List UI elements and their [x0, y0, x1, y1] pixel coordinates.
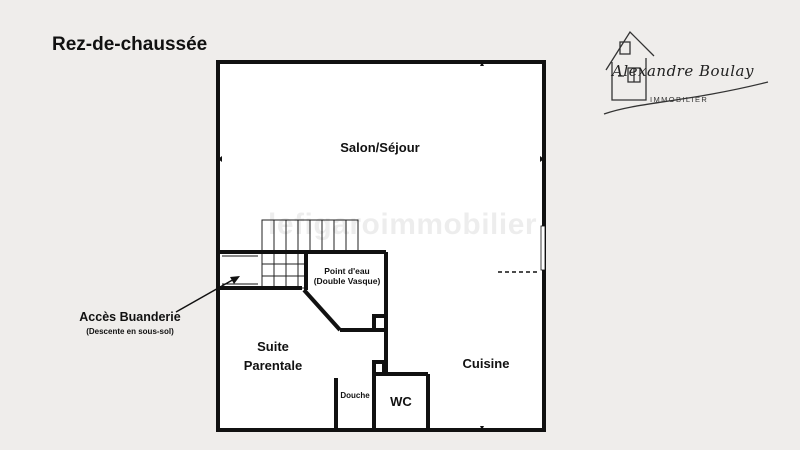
- logo-subtitle: IMMOBILIER: [650, 95, 709, 104]
- room-wc-label: WC: [390, 394, 412, 409]
- room-suite-label: Suite Parentale: [228, 338, 318, 376]
- room-point-eau-label: Point d'eau (Double Vasque): [308, 266, 386, 286]
- suite-line1: Suite: [257, 339, 289, 354]
- point-eau-line2: (Double Vasque): [313, 276, 381, 287]
- interior-walls: [218, 250, 430, 430]
- window-marks: [222, 255, 258, 285]
- plan-title: Rez-de-chaussée: [52, 34, 208, 55]
- watermark-text: lefigaroimmobilier: [268, 208, 538, 241]
- annotation-sub: (Descente en sous-sol): [86, 327, 174, 336]
- room-douche-label: Douche: [340, 391, 370, 400]
- room-cuisine-label: Cuisine: [462, 356, 510, 371]
- floor-area: [218, 62, 544, 430]
- room-salon-label: Salon/Séjour: [340, 140, 420, 155]
- right-window: [540, 225, 546, 271]
- staircase: [261, 219, 359, 289]
- annotation-arrow: [175, 276, 240, 313]
- logo-name: Alexandre Boulay: [612, 62, 754, 80]
- wall-markers: [218, 62, 544, 430]
- suite-line2: Parentale: [243, 357, 303, 373]
- house-logo-icon: [603, 30, 769, 115]
- point-eau-line1: Point d'eau: [324, 266, 370, 276]
- annotation-main: Accès Buanderie: [79, 310, 181, 324]
